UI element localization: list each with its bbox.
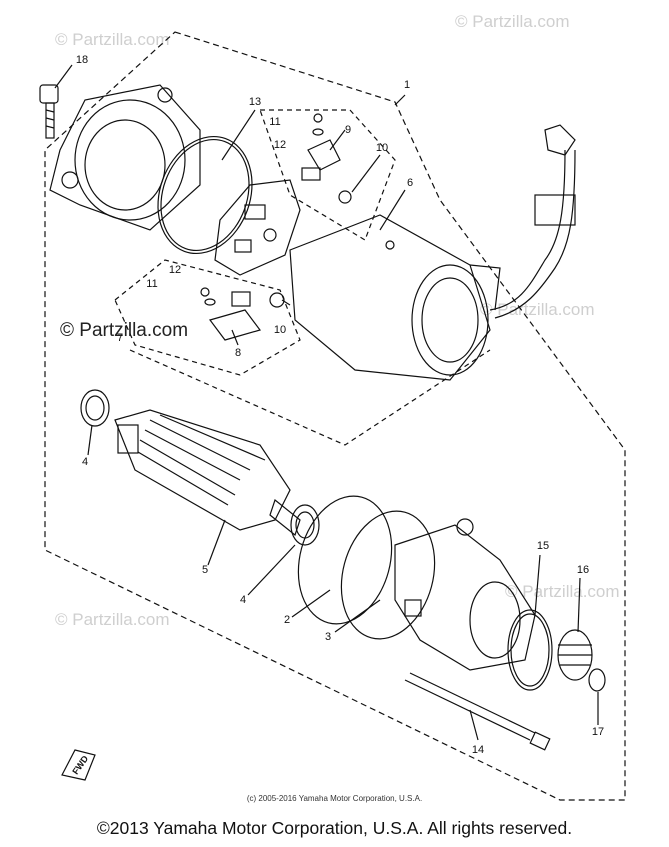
o-ring-13-inner (160, 138, 250, 252)
part-number-5: 5 (201, 564, 209, 576)
watermark-text: © Partzilla.com (455, 12, 570, 31)
leader-6 (379, 189, 406, 231)
part-number-12: 12 (273, 139, 287, 151)
leader-2 (291, 589, 331, 618)
part-number-13: 13 (248, 96, 262, 108)
part-number-12: 12 (168, 264, 182, 276)
watermark-text: © Partzilla.com (480, 300, 595, 319)
leader-18 (54, 64, 73, 89)
part-number-4: 4 (239, 594, 247, 606)
armature-5 (114, 409, 301, 537)
leader-15 (534, 554, 541, 616)
leader-1 (394, 94, 406, 106)
through-bolt-14 (404, 672, 551, 751)
part-number-6: 6 (406, 177, 414, 189)
part-number-17: 17 (591, 726, 605, 738)
part-number-18: 18 (75, 54, 89, 66)
part-number-15: 15 (536, 540, 550, 552)
assembly-boundary (44, 31, 626, 801)
part-number-3: 3 (324, 631, 332, 643)
leader-4-right (247, 544, 296, 596)
leader-13 (221, 109, 256, 161)
brush-group-boundary-top (259, 109, 396, 241)
o-ring-15 (507, 609, 553, 691)
part-number-1: 1 (403, 79, 411, 91)
part-number-10: 10 (375, 142, 389, 154)
part-number-10: 10 (273, 324, 287, 336)
washer-4-left (80, 389, 110, 427)
part-number-8: 8 (234, 347, 242, 359)
small-copyright: (c) 2005-2016 Yamaha Motor Corporation, … (246, 794, 423, 803)
part-number-11: 11 (146, 278, 158, 290)
armature-guide-line (129, 349, 491, 446)
leader-3 (334, 599, 381, 633)
front-bracket (394, 518, 536, 671)
washer-4-right (290, 504, 320, 546)
copyright-footer: ©2013 Yamaha Motor Corporation, U.S.A. A… (96, 818, 573, 838)
part-number-11: 11 (269, 116, 281, 128)
leader-9 (329, 129, 346, 151)
pinion-16 (557, 629, 593, 681)
fwd-arrow (61, 749, 96, 781)
part-number-9: 9 (344, 124, 352, 136)
o-ring-3 (340, 510, 436, 640)
leader-10-lower (281, 299, 291, 306)
o-ring-13 (157, 135, 253, 255)
leader-10-top (351, 154, 381, 193)
washer-17 (588, 668, 606, 692)
part-number-7: 7 (116, 332, 124, 344)
leader-16 (577, 577, 581, 633)
leader-4-left (87, 424, 93, 456)
watermark-text: © Partzilla.com (505, 582, 620, 601)
lead-wire (489, 124, 576, 319)
watermark-text-inner: © Partzilla.com (60, 320, 189, 341)
leader-5 (207, 519, 226, 566)
brush-group-boundary-lower (114, 259, 301, 376)
yoke-6 (289, 214, 501, 381)
part-number-14: 14 (471, 744, 485, 756)
brush-plate (214, 179, 301, 276)
part-number-2: 2 (283, 614, 291, 626)
leader-8 (231, 329, 239, 346)
watermark-text: © Partzilla.com (55, 30, 170, 49)
leader-14 (469, 709, 479, 741)
part-number-16: 16 (576, 564, 590, 576)
watermark-text: © Partzilla.com (55, 610, 170, 629)
part-number-4: 4 (81, 456, 89, 468)
brush-holder-top (301, 113, 352, 204)
rear-bracket (49, 84, 201, 231)
bolt-18 (39, 84, 59, 139)
brush-holder-lower (200, 287, 285, 341)
gasket-2 (297, 495, 393, 625)
